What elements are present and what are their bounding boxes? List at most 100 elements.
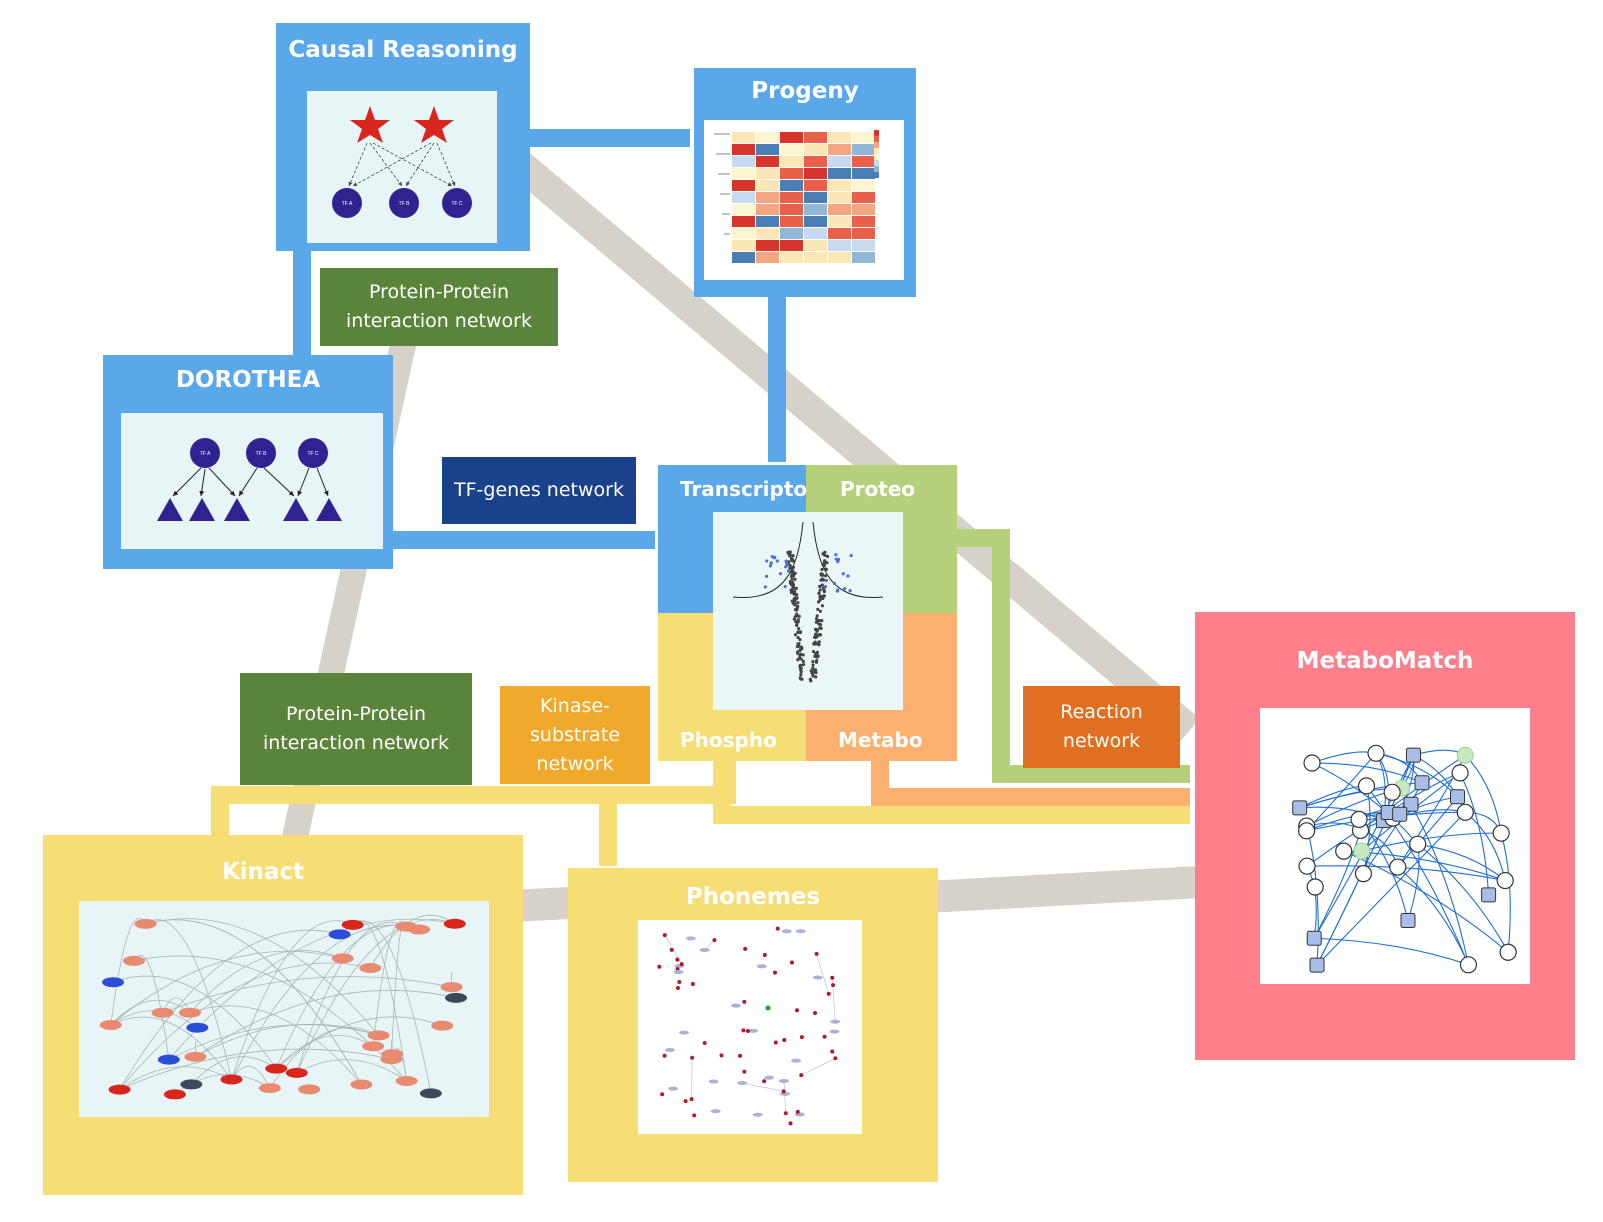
heatmap-cell: [828, 132, 851, 143]
heatmap-cell: [732, 252, 755, 263]
heatmap-cell: [804, 168, 827, 179]
metabomatch-enzyme-node: [1403, 796, 1419, 812]
kinact-node: [367, 1030, 390, 1041]
heatmap-cell: [780, 228, 803, 239]
kinact-edge: [110, 999, 191, 1026]
volcano-point: [822, 594, 826, 598]
metabomatch-enzyme-node: [1481, 887, 1497, 903]
volcano-point: [800, 677, 804, 681]
volcano-point-significant: [841, 572, 845, 576]
phonemes-node: [747, 1028, 758, 1033]
kinact-edge: [231, 1065, 271, 1089]
kinact-edge: [191, 1056, 277, 1085]
heatmap-cell: [756, 180, 779, 191]
kinact-edge: [168, 1024, 379, 1060]
volcano-point: [791, 565, 796, 569]
kinact-edge: [119, 1066, 232, 1090]
phonemes-node: [788, 1121, 793, 1126]
heatmap-cell: [780, 156, 803, 167]
volcano-point: [811, 663, 815, 667]
heatmap-legend-swatch: [874, 166, 879, 172]
kinact-node: [440, 982, 463, 993]
metabomatch-metabolite-node: [1335, 842, 1353, 860]
volcano-point: [820, 604, 825, 608]
kinact-node: [178, 1007, 201, 1018]
metabomatch-metabolite-node: [1492, 824, 1510, 842]
volcano-point: [813, 668, 818, 672]
phonemes-node: [710, 1109, 721, 1114]
heatmap-cell: [732, 180, 755, 191]
heatmap-cell: [804, 204, 827, 215]
phonemes-node: [738, 1053, 743, 1058]
heatmap-legend-swatch: [874, 136, 879, 142]
reaction-network-label: Reaction network: [1023, 686, 1180, 768]
volcano-point: [792, 572, 796, 576]
volcano-point: [799, 645, 803, 649]
metabomatch-metabolite-node: [1367, 744, 1385, 762]
kinact-edge: [296, 1059, 407, 1082]
phonemes-edge: [691, 1057, 693, 1100]
volcano-point: [814, 675, 818, 679]
phonemes-node: [662, 1053, 667, 1058]
causal-reasoning-box: Causal Reasoning TF A TF B TF C: [276, 23, 530, 251]
volcano-point: [788, 579, 792, 584]
heatmap-legend-swatch: [874, 142, 879, 148]
phonemes-node: [812, 975, 823, 980]
kinact-node: [419, 1088, 442, 1099]
kinact-title: Kinact: [221, 859, 305, 885]
volcano-point: [811, 674, 815, 678]
phonemes-node: [781, 1089, 786, 1094]
volcano-point-significant: [823, 585, 827, 589]
metabomatch-edge: [1366, 785, 1469, 966]
volcano-point: [795, 593, 799, 597]
network-graph-thumbnail: [1260, 708, 1530, 984]
kinact-node: [359, 962, 382, 973]
tf-node-icon: [389, 188, 419, 218]
volcano-point: [818, 588, 822, 592]
volcano-point: [808, 677, 812, 681]
volcano-background: [713, 512, 903, 710]
kinact-node: [157, 1054, 180, 1065]
phonemes-node: [657, 964, 662, 969]
phonemes-node: [699, 947, 710, 952]
volcano-point-significant: [770, 555, 774, 559]
phonemes-node: [814, 951, 819, 956]
heatmap-cell: [852, 204, 875, 215]
kinact-edge: [119, 962, 371, 1090]
volcano-point: [818, 609, 822, 613]
tf-node-label: TF B: [256, 451, 267, 457]
volcano-point: [794, 586, 798, 590]
dorothea-title: DOROTHEA: [175, 367, 321, 393]
phonemes-node: [669, 947, 674, 952]
phonemes-graph-background: [638, 920, 862, 1134]
kinact-edge: [112, 975, 277, 1069]
volcano-point: [818, 633, 823, 637]
heatmap-cell: [756, 252, 779, 263]
volcano-point: [811, 649, 816, 654]
metabomatch-enzyme-node: [1450, 789, 1466, 805]
volcano-point: [819, 573, 824, 577]
heatmap-cell: [756, 216, 779, 227]
volcano-point: [799, 657, 803, 661]
metabomatch-enzyme-node: [1405, 747, 1421, 763]
tf-node-label: TF B: [399, 201, 410, 207]
kinact-node: [102, 977, 125, 988]
heatmap-cell: [756, 132, 779, 143]
heatmap-cell: [732, 204, 755, 215]
kinact-node: [134, 918, 157, 929]
volcano-point: [791, 600, 795, 604]
kinact-edge: [352, 920, 432, 1094]
heatmap-legend-swatch: [874, 160, 879, 166]
volcano-point: [790, 576, 794, 581]
kinact-node: [298, 1084, 321, 1095]
metabomatch-metabolite-node: [1306, 878, 1324, 896]
metabomatch-metabolite-node: [1298, 857, 1316, 875]
volcano-point: [822, 562, 826, 567]
phonemes-node: [692, 1113, 697, 1118]
transcripto-label: Transcripto: [680, 477, 808, 501]
phonemes-node: [737, 1080, 748, 1085]
heatmap-cell: [780, 216, 803, 227]
volcano-point: [818, 598, 822, 602]
phonemes-node: [833, 1056, 838, 1061]
volcano-point: [791, 553, 795, 558]
